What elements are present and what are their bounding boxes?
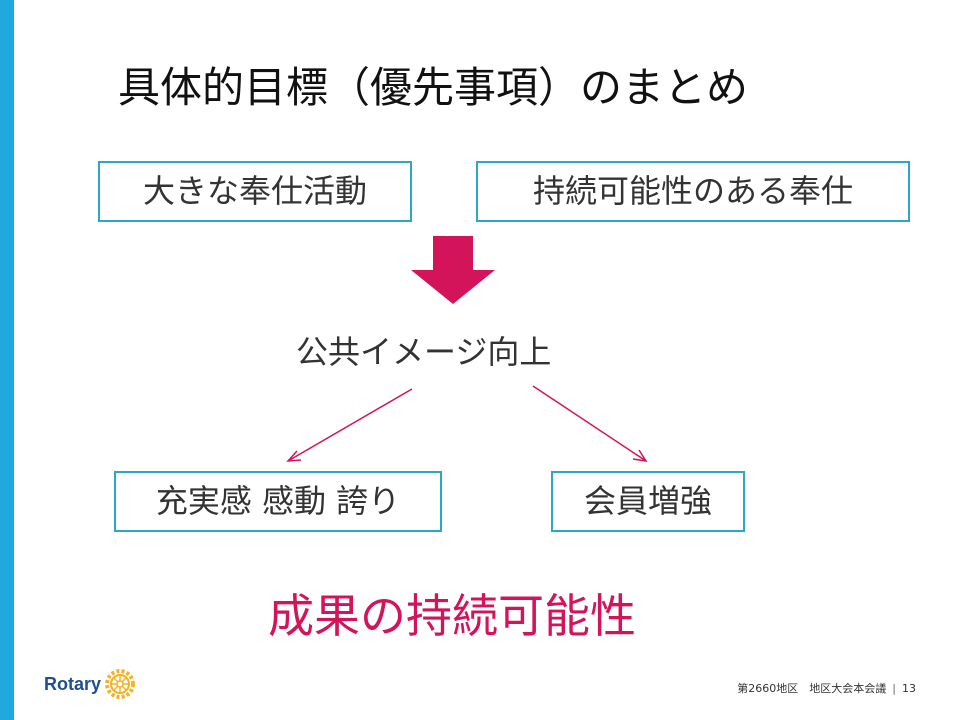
- top-right-box: 持続可能性のある奉仕: [476, 161, 910, 222]
- page-number: 13: [902, 682, 916, 695]
- left-branch-arrow: [287, 388, 413, 462]
- rotary-logo: Rotary: [44, 663, 136, 705]
- bottom-right-box: 会員増強: [551, 471, 745, 532]
- footer-caption: 第2660地区 地区大会本会議 | 13: [737, 680, 916, 696]
- bottom-left-box: 充実感 感動 誇り: [114, 471, 442, 532]
- right-branch-arrowhead: [632, 449, 648, 462]
- logo-text: Rotary: [44, 673, 102, 694]
- down-arrow-icon: [411, 236, 495, 304]
- result-text: 成果の持続可能性: [268, 589, 636, 643]
- footer-separator: |: [892, 682, 896, 695]
- top-left-box: 大きな奉仕活動: [98, 161, 412, 222]
- side-accent-bar: [0, 0, 14, 720]
- slide-title: 具体的目標（優先事項）のまとめ: [118, 63, 749, 112]
- rotary-wheel-icon: [105, 669, 136, 699]
- footer-text: 第2660地区 地区大会本会議: [737, 682, 887, 695]
- center-label: 公共イメージ向上: [296, 333, 552, 371]
- left-branch-arrowhead: [286, 450, 302, 462]
- right-branch-arrow: [532, 385, 647, 462]
